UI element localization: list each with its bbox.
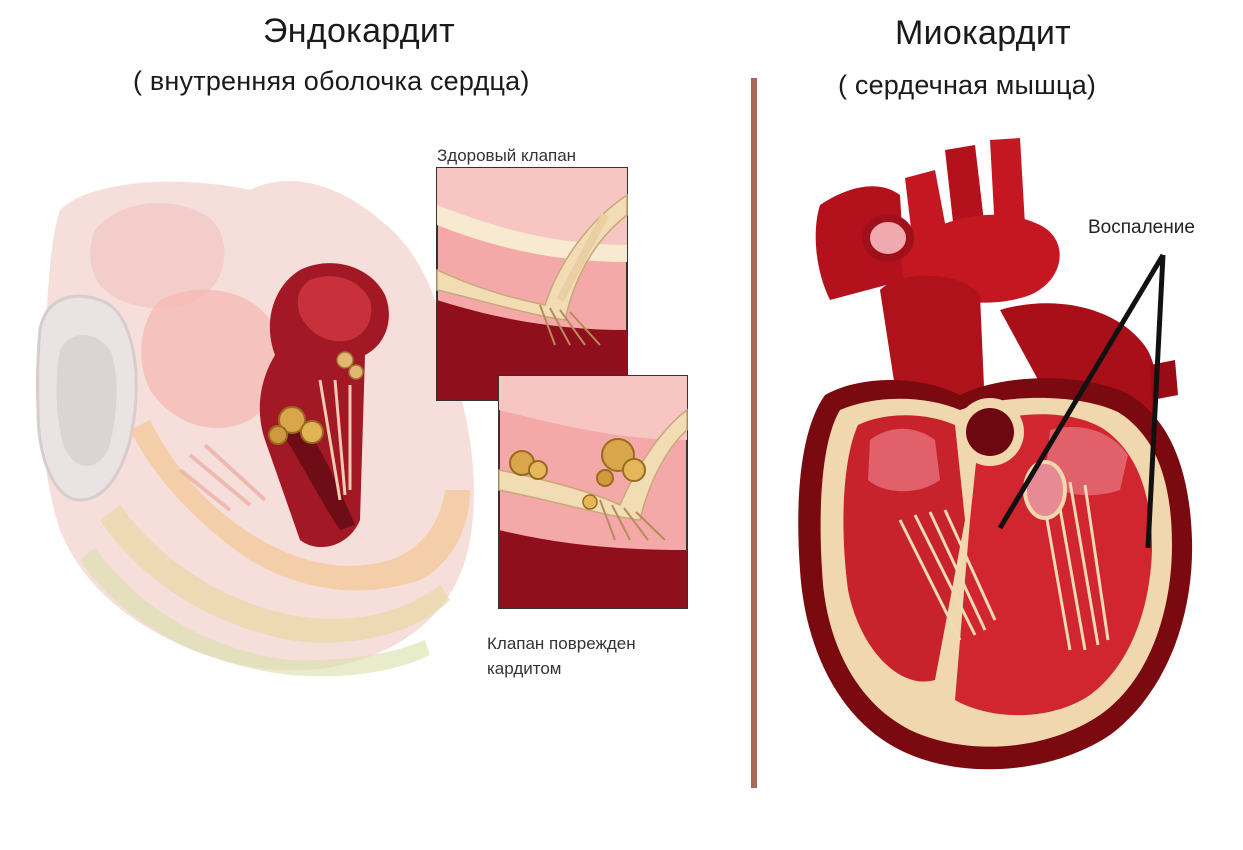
endocarditis-heart-illustration [38, 181, 474, 676]
panel-divider [751, 78, 757, 788]
myocarditis-subtitle: ( сердечная мышца) [838, 70, 1096, 101]
damaged-valve-label-line2: кардитом [487, 659, 561, 679]
endocarditis-subtitle: ( внутренняя оболочка сердца) [133, 66, 530, 97]
inflammation-label: Воспаление [1088, 217, 1195, 239]
damaged-valve-inset [499, 376, 687, 608]
endocarditis-title: Эндокардит [263, 12, 455, 51]
healthy-valve-inset [437, 168, 627, 400]
damaged-valve-label-line1: Клапан поврежден [487, 633, 636, 655]
myocarditis-title: Миокардит [895, 14, 1071, 53]
healthy-valve-label: Здоровый клапан [437, 146, 576, 166]
